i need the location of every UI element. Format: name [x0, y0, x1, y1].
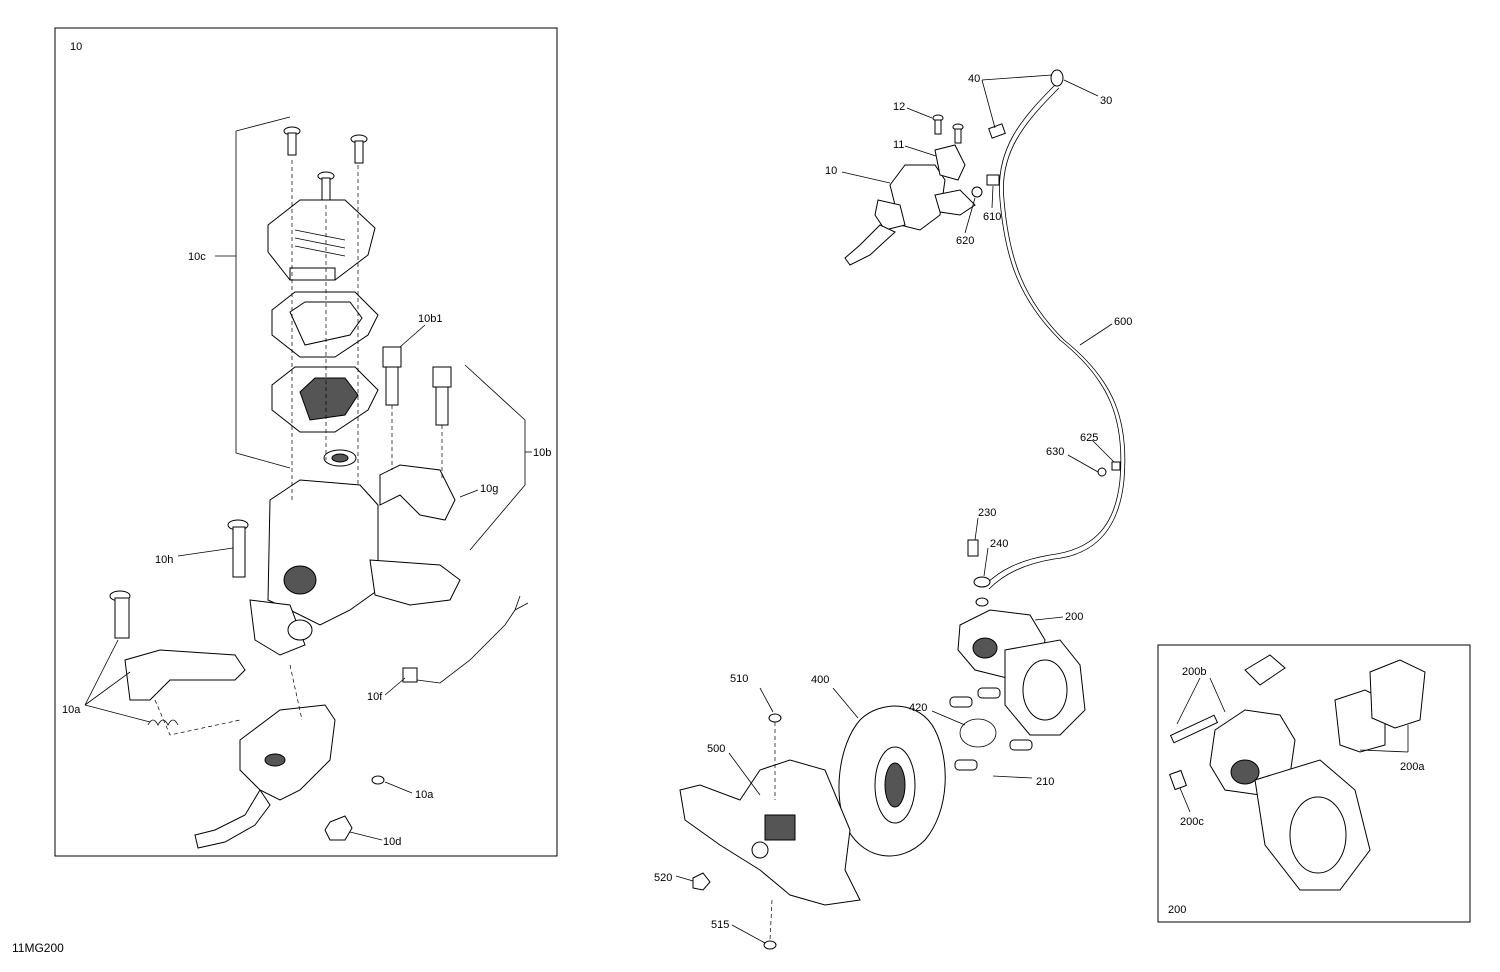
brake-hose	[984, 84, 1122, 586]
master-cylinder-assembled	[844, 144, 976, 266]
reservoir-seal	[323, 449, 357, 467]
callout-515: 515	[711, 919, 729, 931]
callout-500: 500	[707, 743, 725, 755]
screw-10c-a	[283, 126, 301, 156]
lever-blade	[124, 649, 246, 701]
banjo-240	[973, 576, 991, 607]
callout-10a-right: 10a	[415, 789, 434, 801]
callout-420: 420	[909, 702, 927, 714]
brake-switch-wire	[402, 595, 529, 684]
axis-line-g	[154, 699, 241, 736]
leader-200b	[1176, 677, 1226, 725]
caliper-assembled	[957, 609, 1086, 736]
clip-625	[1111, 461, 1121, 471]
return-spring	[147, 719, 179, 726]
bolt-515	[763, 940, 777, 950]
leader-10a-left	[84, 639, 151, 723]
callout-400: 400	[811, 674, 829, 686]
callout-240: 240	[990, 538, 1008, 550]
nut-520	[692, 872, 711, 891]
reservoir-cover	[267, 199, 376, 281]
cover-plate	[271, 291, 379, 358]
pin-210-set	[949, 687, 1033, 771]
screw-12-a	[932, 114, 944, 135]
bracket-10b	[464, 364, 526, 551]
o-ring-420	[959, 718, 997, 748]
brake-disc	[838, 705, 946, 857]
inset-label-200: 200	[1168, 904, 1186, 916]
callout-510: 510	[730, 673, 748, 685]
callout-10h: 10h	[155, 554, 173, 566]
callout-10a-left: 10a	[62, 704, 81, 716]
callout-625: 625	[1080, 432, 1098, 444]
bracket-10c	[235, 116, 291, 469]
axis-line-f	[289, 664, 303, 721]
handlebar-clamp	[379, 464, 456, 521]
bolt-10b1-b	[432, 366, 452, 426]
brake-pads	[1334, 659, 1426, 753]
figure-code: 11MG200	[12, 941, 64, 955]
callout-10g: 10g	[480, 483, 498, 495]
screw-10c-b	[350, 134, 368, 164]
screw-12-b	[952, 123, 964, 144]
banjo-fitting-40	[988, 69, 1064, 139]
bleeder-230	[967, 539, 979, 557]
diaphragm	[271, 366, 379, 433]
pad-pin-200b	[1169, 654, 1286, 744]
inset-label-10: 10	[70, 41, 82, 53]
callout-10c: 10c	[188, 251, 206, 263]
callout-620: 620	[956, 235, 974, 247]
washer-620	[971, 186, 983, 198]
callout-210: 210	[1036, 776, 1054, 788]
callout-11: 11	[893, 139, 904, 151]
washer-630	[1097, 467, 1107, 477]
master-cylinder-body	[249, 479, 461, 656]
leader-200a	[1359, 725, 1409, 753]
callout-610: 610	[983, 211, 1001, 223]
caliper-exploded	[1209, 709, 1371, 891]
leader-40	[981, 74, 1053, 129]
callout-200b: 200b	[1182, 666, 1206, 678]
screw-10c-c	[317, 171, 335, 201]
bolt-510	[768, 713, 782, 723]
callout-200a: 200a	[1400, 761, 1425, 773]
bolt-10b1-a	[382, 346, 402, 406]
callout-10b: 10b	[533, 447, 551, 459]
callout-600: 600	[1114, 316, 1132, 328]
callout-30: 30	[1100, 95, 1112, 107]
inset-frame-200	[1157, 644, 1471, 923]
nut-10d	[324, 815, 353, 841]
callout-230: 230	[978, 507, 996, 519]
callout-12: 12	[893, 101, 905, 113]
callout-200c: 200c	[1180, 816, 1204, 828]
circlip	[371, 775, 385, 785]
callout-10-top: 10	[825, 165, 837, 177]
callout-10b1: 10b1	[418, 313, 442, 325]
lever-pin	[109, 590, 131, 639]
lower-lever-assembly	[194, 704, 336, 849]
callout-520: 520	[654, 872, 672, 884]
disc-guard	[679, 759, 861, 906]
callout-630: 630	[1046, 446, 1064, 458]
callout-40: 40	[968, 73, 980, 85]
clip-610	[986, 174, 1000, 186]
callout-10f: 10f	[367, 691, 383, 703]
callout-200: 200	[1065, 611, 1083, 623]
pivot-pin	[227, 519, 249, 578]
callout-10d: 10d	[383, 836, 401, 848]
bleeder-200c	[1168, 769, 1188, 791]
inset-frame-10	[54, 27, 558, 857]
